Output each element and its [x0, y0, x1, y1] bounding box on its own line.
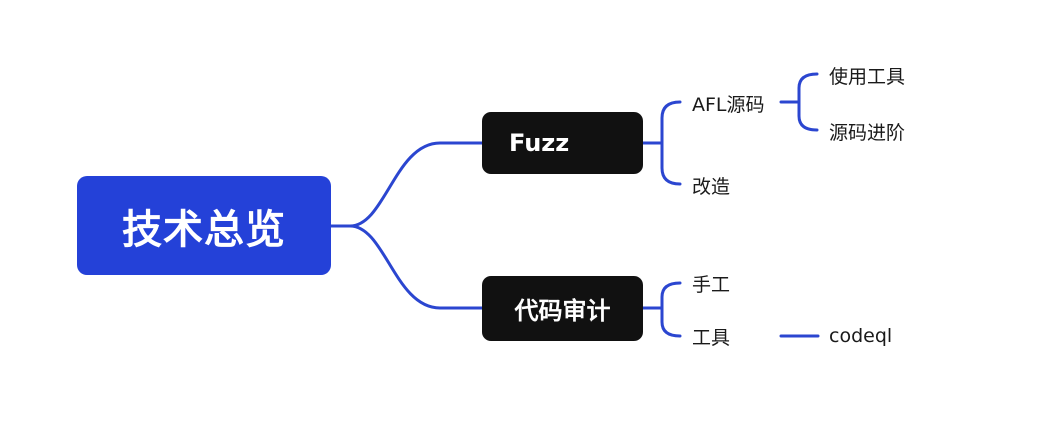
connector-afl-bracket — [797, 72, 819, 132]
topic-tools[interactable]: 工具 — [692, 326, 731, 349]
connector-root-audit — [348, 224, 484, 310]
topic-afl-source[interactable]: AFL源码 — [692, 93, 765, 116]
topic-manual[interactable]: 手工 — [692, 273, 731, 296]
branch-node-code-audit[interactable]: 代码审计 — [482, 276, 643, 341]
connector-audit-bracket — [660, 281, 682, 338]
topic-modification[interactable]: 改造 — [692, 175, 731, 198]
topic-codeql[interactable]: codeql — [829, 325, 893, 347]
connector-fuzz-bracket — [660, 100, 682, 186]
topic-use-tools[interactable]: 使用工具 — [829, 65, 906, 88]
branch-node-fuzz[interactable]: Fuzz — [482, 112, 643, 174]
root-node[interactable]: 技术总览 — [77, 176, 331, 275]
topic-source-advanced[interactable]: 源码进阶 — [829, 121, 906, 144]
connector-root-fuzz — [348, 141, 484, 228]
